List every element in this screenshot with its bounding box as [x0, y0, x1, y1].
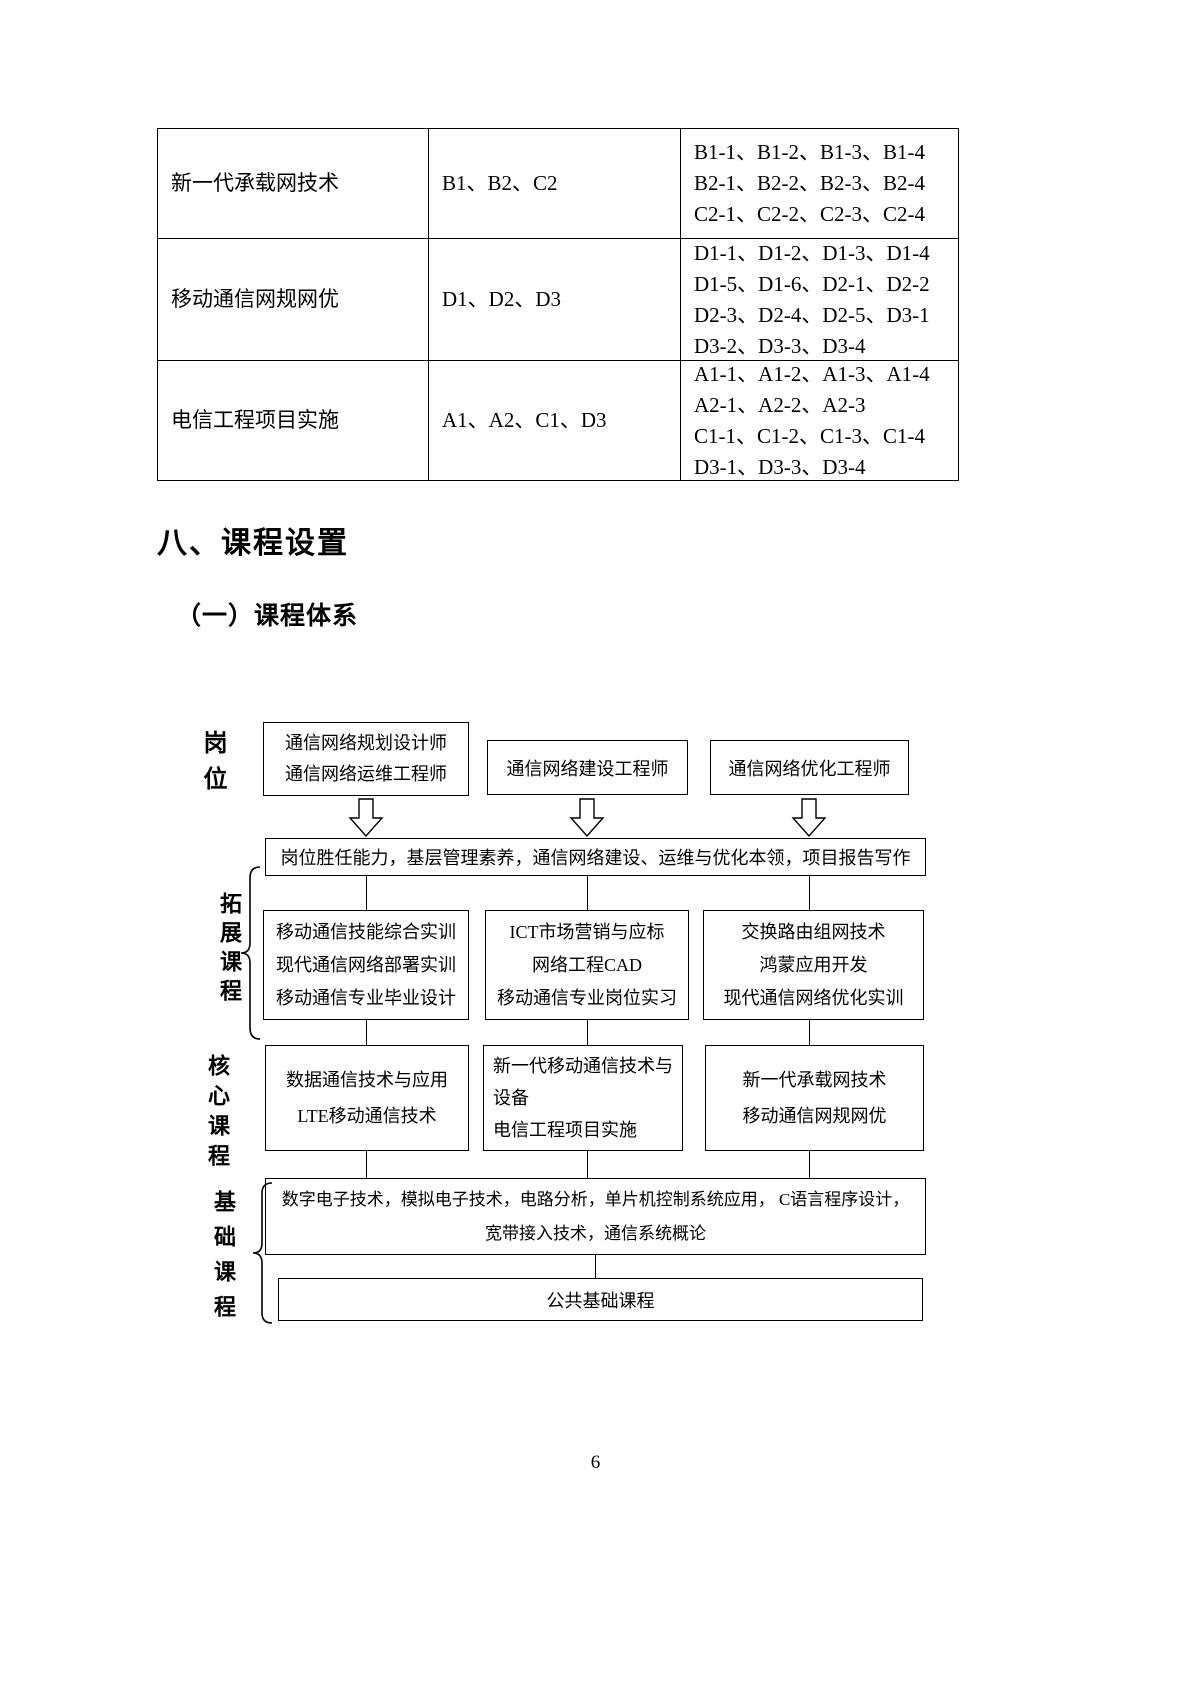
- brace-icon: [252, 1182, 273, 1324]
- connector-line: [366, 1151, 367, 1178]
- code-list: B1、B2、C2: [442, 171, 558, 195]
- table-cell-items: B1-1、B1-2、B1-3、B1-4 B2-1、B2-2、B2-3、B2-4 …: [681, 129, 959, 239]
- course-name: 移动通信网规网优: [171, 287, 339, 311]
- extension-box-line: 交换路由组网技术: [741, 921, 886, 942]
- table-cell-items: A1-1、A1-2、A1-3、A1-4 A2-1、A2-2、A2-3 C1-1、…: [681, 361, 959, 481]
- item-line: C1-1、C1-2、C1-3、C1-4: [694, 423, 925, 448]
- post-box-planner: 通信网络规划设计师 通信网络运维工程师: [263, 722, 469, 796]
- item-line: D3-1、D3-3、D3-4: [694, 454, 866, 479]
- core-box-line: 新一代移动通信技术与: [493, 1056, 673, 1076]
- item-line: C2-1、C2-2、C2-3、C2-4: [694, 202, 925, 226]
- course-mapping-table: 新一代承载网技术 B1、B2、C2 B1-1、B1-2、B1-3、B1-4 B2…: [157, 128, 959, 481]
- item-line: D1-5、D1-6、D2-1、D2-2: [694, 271, 930, 296]
- extension-box-line: 移动通信技能综合实训: [276, 921, 456, 942]
- extension-box-line: ICT市场营销与应标: [509, 921, 665, 942]
- core-box-2: 新一代移动通信技术与 设备 电信工程项目实施: [483, 1045, 683, 1151]
- item-line: D3-2、D3-3、D3-4: [694, 333, 866, 358]
- connector-line: [366, 1020, 367, 1045]
- post-box-line: 通信网络规划设计师: [285, 733, 447, 753]
- extension-box-line: 现代通信网络部署实训: [276, 954, 456, 975]
- table-cell-codes: D1、D2、D3: [429, 239, 681, 361]
- post-box-optimizer: 通信网络优化工程师: [710, 740, 909, 795]
- row-label-core: 核心课程: [205, 1054, 230, 1174]
- down-arrow-icon: [791, 798, 827, 838]
- page-number: 6: [590, 1452, 601, 1473]
- core-box-1: 数据通信技术与应用 LTE移动通信技术: [265, 1045, 469, 1151]
- table-cell-course: 电信工程项目实施: [158, 361, 429, 481]
- item-line: B1-1、B1-2、B1-3、B1-4: [694, 140, 925, 164]
- section-heading: 八、课程设置: [157, 527, 349, 560]
- extension-box-1: 移动通信技能综合实训 现代通信网络部署实训 移动通信专业毕业设计: [263, 910, 469, 1020]
- foundation-box-line: 宽带接入技术，通信系统概论: [485, 1223, 706, 1243]
- public-course-box: 公共基础课程: [278, 1278, 923, 1321]
- connector-line: [587, 1020, 588, 1045]
- table-cell-codes: A1、A2、C1、D3: [429, 361, 681, 481]
- competency-box: 岗位胜任能力，基层管理素养，通信网络建设、运维与优化本领，项目报告写作: [265, 838, 926, 876]
- course-name: 电信工程项目实施: [171, 408, 339, 432]
- connector-line: [587, 876, 588, 910]
- core-box-line: 电信工程项目实施: [493, 1120, 637, 1140]
- core-box-line: 移动通信网规网优: [742, 1106, 887, 1126]
- item-line: B2-1、B2-2、B2-3、B2-4: [694, 171, 925, 195]
- item-line: D2-3、D2-4、D2-5、D3-1: [694, 302, 930, 327]
- post-box-line: 通信网络建设工程师: [506, 758, 669, 779]
- row-label-foundation: 基础课程: [211, 1190, 236, 1330]
- table-cell-items: D1-1、D1-2、D1-3、D1-4 D1-5、D1-6、D2-1、D2-2 …: [681, 239, 959, 361]
- brace-icon: [240, 866, 261, 1040]
- down-arrow-icon: [569, 798, 605, 838]
- row-label-extension: 拓展课程: [217, 892, 242, 1008]
- foundation-box: 数字电子技术，模拟电子技术，电路分析，单片机控制系统应用， C语言程序设计， 宽…: [265, 1178, 926, 1255]
- code-list: A1、A2、C1、D3: [442, 408, 607, 432]
- post-box-line: 通信网络运维工程师: [285, 764, 447, 784]
- extension-box-line: 网络工程CAD: [531, 954, 642, 975]
- row-label-posts: 岗位: [199, 730, 226, 802]
- core-box-line: 设备: [493, 1088, 529, 1108]
- connector-line: [587, 1151, 588, 1178]
- subsection-heading: （一）课程体系: [176, 602, 359, 630]
- core-box-line: 数据通信技术与应用: [286, 1070, 448, 1090]
- core-box-line: LTE移动通信技术: [297, 1106, 437, 1126]
- table-cell-codes: B1、B2、C2: [429, 129, 681, 239]
- core-box-3: 新一代承载网技术 移动通信网规网优: [705, 1045, 924, 1151]
- connector-line: [595, 1255, 596, 1278]
- item-line: D1-1、D1-2、D1-3、D1-4: [694, 240, 930, 265]
- connector-line: [809, 876, 810, 910]
- extension-box-line: 移动通信专业毕业设计: [276, 987, 456, 1008]
- extension-box-line: 移动通信专业岗位实习: [497, 987, 677, 1008]
- connector-line: [809, 1151, 810, 1178]
- post-box-builder: 通信网络建设工程师: [487, 740, 688, 795]
- item-line: A2-1、A2-2、A2-3: [694, 392, 866, 417]
- extension-box-line: 鸿蒙应用开发: [759, 954, 868, 975]
- post-box-line: 通信网络优化工程师: [728, 758, 891, 779]
- extension-box-3: 交换路由组网技术 鸿蒙应用开发 现代通信网络优化实训: [703, 910, 924, 1020]
- extension-box-line: 现代通信网络优化实训: [723, 987, 904, 1008]
- code-list: D1、D2、D3: [442, 287, 561, 311]
- core-box-line: 新一代承载网技术: [742, 1070, 887, 1090]
- item-line: A1-1、A1-2、A1-3、A1-4: [694, 361, 930, 386]
- connector-line: [809, 1020, 810, 1045]
- table-cell-course: 新一代承载网技术: [158, 129, 429, 239]
- connector-line: [366, 876, 367, 910]
- extension-box-2: ICT市场营销与应标 网络工程CAD 移动通信专业岗位实习: [485, 910, 689, 1020]
- down-arrow-icon: [348, 798, 384, 838]
- course-name: 新一代承载网技术: [171, 171, 339, 195]
- foundation-box-line: 数字电子技术，模拟电子技术，电路分析，单片机控制系统应用， C语言程序设计，: [281, 1189, 910, 1209]
- table-cell-course: 移动通信网规网优: [158, 239, 429, 361]
